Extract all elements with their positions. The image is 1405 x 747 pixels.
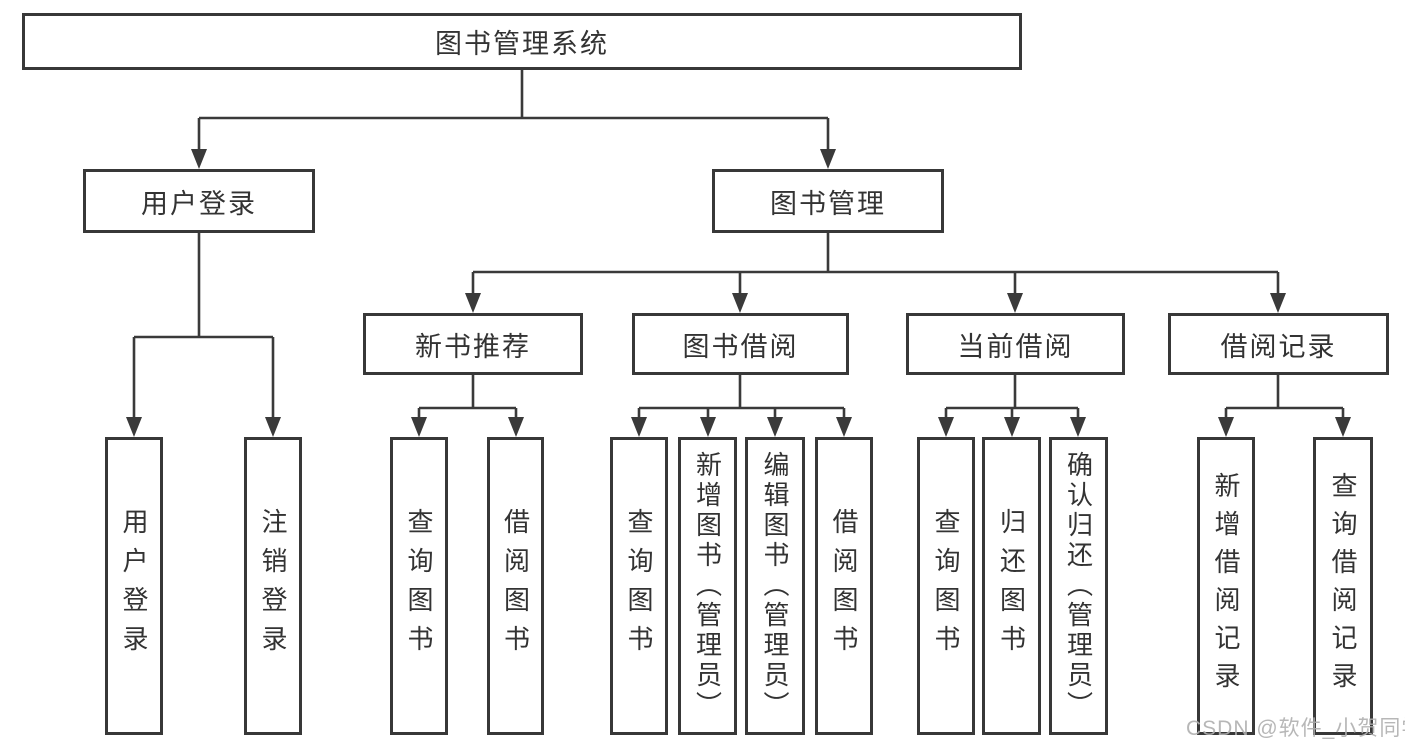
leaf-confirm-return-admin: 确认归还（管理员）: [1049, 437, 1108, 735]
leaf-borrow-book-a: 借阅图书: [487, 437, 544, 735]
node-book-management-label: 图书管理: [770, 188, 886, 219]
leaf-logout: 注销登录: [244, 437, 302, 735]
connector-paths: [132, 70, 1345, 420]
leaf-add-borrow-record-label: 新增借阅记录: [1211, 472, 1241, 700]
leaf-add-book-admin: 新增图书（管理员）: [678, 437, 737, 735]
leaf-user-login: 用户登录: [105, 437, 163, 735]
leaf-user-login-label: 用户登录: [119, 508, 149, 664]
node-new-book-recommend: 新书推荐: [363, 313, 583, 375]
leaf-borrow-book-b: 借阅图书: [815, 437, 873, 735]
leaf-query-book-a: 查询图书: [390, 437, 448, 735]
leaf-query-book-c-label: 查询图书: [931, 508, 961, 664]
arrowhead-icons: [126, 149, 1351, 437]
node-root: 图书管理系统: [22, 13, 1022, 70]
leaf-confirm-return-admin-label: 确认归还（管理员）: [1063, 451, 1094, 721]
leaf-return-book: 归还图书: [982, 437, 1041, 735]
node-book-borrow-label: 图书借阅: [682, 331, 799, 362]
leaf-add-book-admin-label: 新增图书（管理员）: [692, 451, 723, 721]
leaf-add-borrow-record: 新增借阅记录: [1197, 437, 1255, 735]
leaf-borrow-book-b-label: 借阅图书: [829, 508, 859, 664]
leaf-query-book-a-label: 查询图书: [404, 508, 434, 664]
leaf-borrow-book-a-label: 借阅图书: [500, 508, 531, 664]
node-user-login: 用户登录: [83, 169, 315, 233]
node-current-borrow-label: 当前借阅: [957, 331, 1074, 362]
node-borrow-record: 借阅记录: [1168, 313, 1389, 375]
leaf-query-borrow-record: 查询借阅记录: [1313, 437, 1373, 735]
node-user-login-label: 用户登录: [141, 188, 257, 219]
leaf-query-book-c: 查询图书: [917, 437, 975, 735]
leaf-query-borrow-record-label: 查询借阅记录: [1328, 472, 1358, 700]
leaf-query-book-b: 查询图书: [610, 437, 668, 735]
node-book-management: 图书管理: [712, 169, 944, 233]
node-current-borrow: 当前借阅: [906, 313, 1125, 375]
leaf-edit-book-admin-label: 编辑图书（管理员）: [760, 451, 790, 721]
leaf-return-book-label: 归还图书: [996, 508, 1027, 664]
node-book-borrow: 图书借阅: [632, 313, 849, 375]
leaf-edit-book-admin: 编辑图书（管理员）: [745, 437, 805, 735]
leaf-query-book-b-label: 查询图书: [624, 508, 654, 664]
node-new-book-recommend-label: 新书推荐: [415, 331, 531, 362]
node-borrow-record-label: 借阅记录: [1220, 331, 1337, 362]
csdn-watermark: CSDN @软件_小贺同学: [1186, 717, 1405, 740]
node-root-label: 图书管理系统: [435, 29, 609, 59]
leaf-logout-label: 注销登录: [258, 508, 288, 664]
